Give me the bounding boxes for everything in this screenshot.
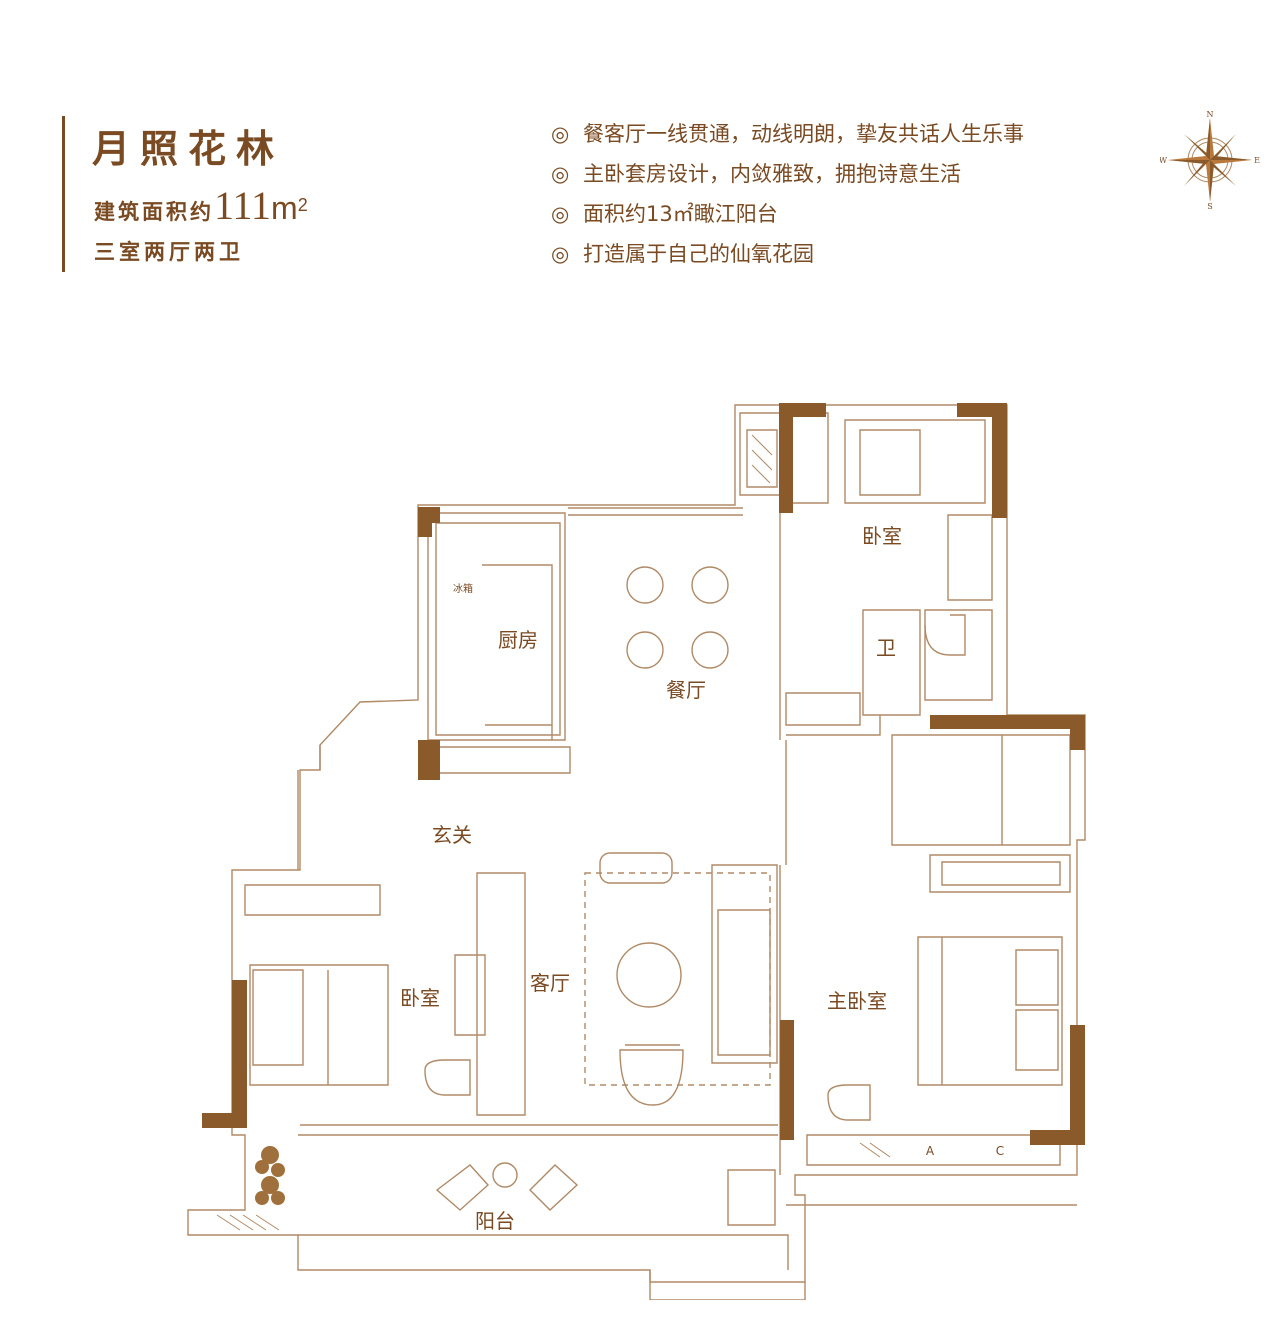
room-label-bathroom: 卫: [876, 636, 896, 660]
feature-item: ◎ 主卧套房设计，内敛雅致，拥抱诗意生活: [551, 158, 1024, 198]
bullet-icon: ◎: [551, 122, 570, 146]
area-unit-sup: 2: [297, 195, 311, 215]
fridge-label: 冰箱: [453, 582, 473, 595]
bullet-icon: ◎: [551, 242, 570, 266]
room-label-balcony: 阳台: [475, 1209, 515, 1233]
feature-text: 餐客厅一线贯通，动线明朗，挚友共话人生乐事: [583, 122, 1024, 146]
title-accent-bar: [62, 116, 65, 272]
area-info: 建筑面积约111m2: [94, 182, 311, 229]
compass-icon: N S E W: [1160, 110, 1260, 210]
room-label-master-bedroom: 主卧室: [827, 989, 887, 1013]
compass-e: E: [1254, 156, 1260, 165]
area-unit: m: [271, 190, 298, 226]
balcony-chairs: [435, 1162, 579, 1211]
feature-list: ◎ 餐客厅一线贯通，动线明朗，挚友共话人生乐事 ◎ 主卧套房设计，内敛雅致，拥抱诗意…: [551, 118, 1024, 278]
bedroom-chairs: [424, 614, 966, 1121]
floor-plan: 卧室 卫 厨房 餐厅 玄关 卧室 客厅 主卧室 阳台 冰箱 A C: [187, 403, 1086, 1300]
feature-text: 主卧套房设计，内敛雅致，拥抱诗意生活: [583, 162, 961, 186]
feature-text: 打造属于自己的仙氧花园: [583, 242, 814, 266]
room-label-bedroom-top: 卧室: [862, 524, 902, 548]
compass-w: W: [1160, 156, 1168, 165]
solid-walls: [202, 403, 1085, 1145]
bullet-icon: ◎: [551, 162, 570, 186]
unit-layout: 三室两厅两卫: [94, 239, 244, 264]
room-label-bedroom-left: 卧室: [400, 986, 440, 1010]
closet-label-c: C: [996, 1144, 1004, 1158]
wall-outline: [187, 404, 1086, 1300]
feature-text: 面积约13㎡瞰江阳台: [583, 202, 778, 226]
unit-title: 月照花林: [92, 126, 285, 171]
feature-item: ◎ 面积约13㎡瞰江阳台: [551, 198, 1024, 238]
room-label-dining: 餐厅: [666, 678, 706, 702]
dining-set: [626, 566, 729, 669]
area-value: 111: [214, 183, 272, 228]
closet-label-a: A: [926, 1144, 935, 1158]
living-set: [599, 852, 684, 1106]
room-label-entrance: 玄关: [432, 823, 472, 847]
room-label-living: 客厅: [530, 971, 570, 995]
room-label-kitchen: 厨房: [498, 628, 538, 652]
feature-item: ◎ 打造属于自己的仙氧花园: [551, 238, 1024, 278]
compass-s: S: [1207, 202, 1212, 210]
compass-n: N: [1207, 110, 1214, 119]
bullet-icon: ◎: [551, 202, 570, 226]
feature-item: ◎ 餐客厅一线贯通，动线明朗，挚友共话人生乐事: [551, 118, 1024, 158]
hatch-fixtures: [216, 434, 891, 1231]
area-prefix: 建筑面积约: [94, 199, 214, 224]
plant-icons: [255, 1146, 285, 1205]
